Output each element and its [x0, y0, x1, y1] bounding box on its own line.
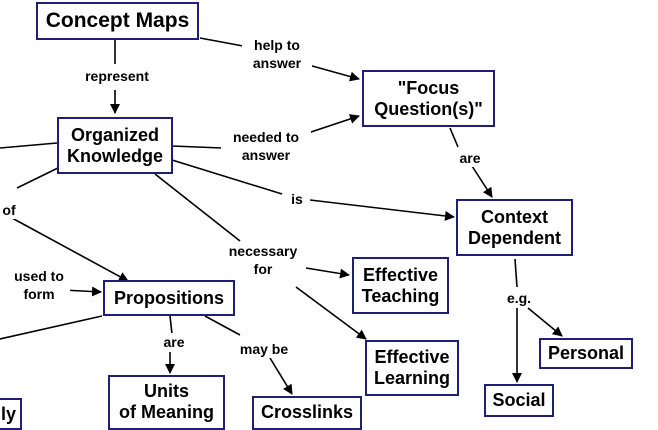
- arrow-of-to-propositions: [11, 217, 129, 282]
- link-label-are-propositions: are: [157, 333, 191, 352]
- link-label-help-to-answer: help to answer: [242, 36, 312, 73]
- link-label-needed-to-answer: needed to answer: [221, 128, 311, 165]
- arrow-necessary-to-teaching: [305, 267, 350, 279]
- link-label-represent: represent: [73, 67, 161, 86]
- line-concept-to-help: [199, 37, 244, 47]
- arrow-help-to-focus: [304, 63, 360, 82]
- line-knowledge-to-is: [171, 159, 283, 195]
- node-units-of-meaning: Units of Meaning: [108, 375, 225, 430]
- line-propositions-to-maybe: [204, 315, 241, 336]
- link-label-eg: e.g.: [500, 289, 538, 308]
- node-partial-bottom-left: ly: [0, 398, 22, 430]
- link-label-used-to-form: used to form: [8, 267, 70, 304]
- node-context-dependent: Context Dependent: [456, 199, 573, 256]
- line-context-to-eg: [514, 258, 518, 288]
- line-knowledge-to-necessary: [154, 173, 241, 242]
- link-label-are-focus: are: [453, 149, 487, 168]
- node-personal: Personal: [539, 338, 633, 369]
- arrow-maybe-to-crosslinks: [269, 357, 293, 395]
- link-label-is: is: [284, 190, 310, 209]
- line-focus-to-are: [449, 127, 459, 148]
- link-label-of: of: [0, 201, 20, 220]
- arrow-necessary-to-learning: [295, 286, 367, 340]
- line-propositions-to-left: [0, 315, 103, 340]
- node-concept-maps: Concept Maps: [36, 2, 199, 40]
- line-knowledge-to-needed: [171, 145, 223, 149]
- line-knowledge-to-left: [0, 142, 58, 149]
- arrow-are-to-context: [471, 165, 493, 198]
- node-organized-knowledge: Organized Knowledge: [57, 117, 173, 174]
- node-effective-teaching: Effective Teaching: [352, 257, 449, 314]
- line-propositions-to-are: [169, 315, 173, 335]
- arrow-needed-to-focus: [304, 114, 360, 135]
- link-label-may-be: may be: [231, 340, 297, 359]
- arrow-eg-to-personal: [527, 307, 563, 337]
- link-label-necessary-for: necessary for: [220, 242, 306, 279]
- arrow-is-to-context: [309, 199, 455, 221]
- node-crosslinks: Crosslinks: [252, 396, 362, 430]
- node-effective-learning: Effective Learning: [365, 340, 459, 396]
- node-propositions: Propositions: [103, 280, 235, 316]
- node-focus-questions: "Focus Question(s)": [362, 70, 495, 127]
- line-knowledge-to-of: [16, 165, 63, 189]
- node-social: Social: [484, 384, 554, 417]
